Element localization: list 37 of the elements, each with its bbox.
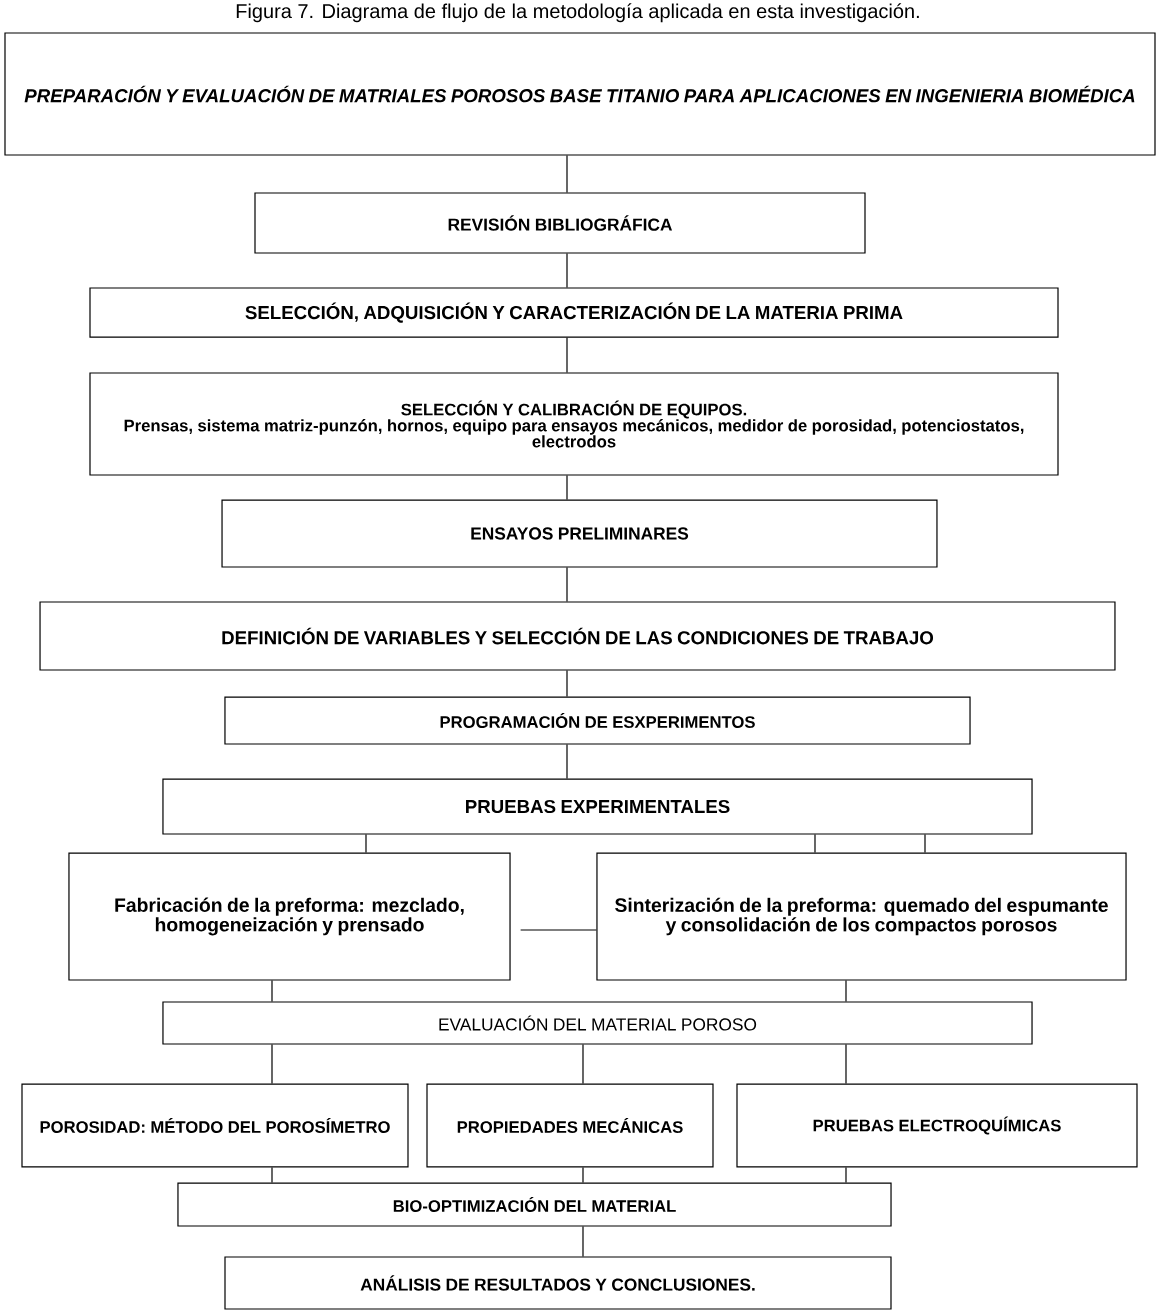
- process-box: REVISIÓN BIBLIOGRÁFICA: [254, 192, 866, 254]
- process-box: EVALUACIÓN DEL MATERIAL POROSO: [162, 1001, 1033, 1045]
- connector-line: [566, 155, 568, 193]
- connector-line: [845, 1167, 847, 1184]
- connector-line: [566, 337, 568, 373]
- connector-line: [582, 1044, 584, 1085]
- process-box: SELECCIÓN Y CALIBRACIÓN DE EQUIPOS. Prensas, sistema matriz-punzón, hornos, equipo para ensayos mecánicos, medidor de porosidad, potenciostatos, electrodos: [89, 372, 1059, 476]
- process-box: PREPARACIÓN Y EVALUACIÓN DE MATRIALES POROSOS BASE TITANIO PARA APLICACIONES EN INGENIERIA BIOMÉDICA: [4, 32, 1156, 156]
- process-box: ANÁLISIS DE RESULTADOS Y CONCLUSIONES.: [224, 1256, 892, 1310]
- process-box: PRUEBAS ELECTROQUÍMICAS: [736, 1083, 1138, 1168]
- connector-line: [271, 1167, 273, 1184]
- process-box: PROPIEDADES MECÁNICAS: [426, 1083, 714, 1168]
- connector-line: [365, 834, 367, 854]
- process-box: PRUEBAS EXPERIMENTALES: [162, 778, 1033, 835]
- process-box: DEFINICIÓN DE VARIABLES Y SELECCIÓN DE LAS CONDICIONES DE TRABAJO: [39, 601, 1116, 671]
- connector-line: [271, 980, 273, 1002]
- connector-line: [582, 1226, 584, 1257]
- process-box: BIO-OPTIMIZACIÓN DEL MATERIAL: [177, 1182, 892, 1227]
- connector-line: [924, 834, 926, 854]
- connector-line: [566, 253, 568, 288]
- connector-line: [582, 1167, 584, 1184]
- process-box: PROGRAMACIÓN DE ESXPERIMENTOS: [224, 696, 971, 745]
- connector-line: [845, 1044, 847, 1085]
- connector-line: [271, 1044, 273, 1085]
- connector-line: [845, 980, 847, 1002]
- process-box: Sinterización de la preforma: quemado del espumante y consolidación de los compactos porosos: [596, 852, 1127, 981]
- connector-line: [566, 670, 568, 698]
- connector-line: [566, 743, 568, 780]
- process-box: Fabricación de la preforma: mezclado, homogeneización y prensado: [68, 852, 511, 981]
- process-box: POROSIDAD: MÉTODO DEL POROSÍMETRO: [21, 1083, 409, 1168]
- connector-line: [814, 834, 816, 854]
- caption: Figura 7. Diagrama de flujo de la metodología aplicada en esta investigación.: [236, 3, 919, 23]
- process-box: SELECCIÓN, ADQUISICIÓN Y CARACTERIZACIÓN DE LA MATERIA PRIMA: [89, 287, 1059, 338]
- process-box: ENSAYOS PRELIMINARES: [221, 499, 938, 568]
- connector-line: [520, 929, 597, 931]
- connector-line: [566, 567, 568, 602]
- connector-line: [566, 475, 568, 501]
